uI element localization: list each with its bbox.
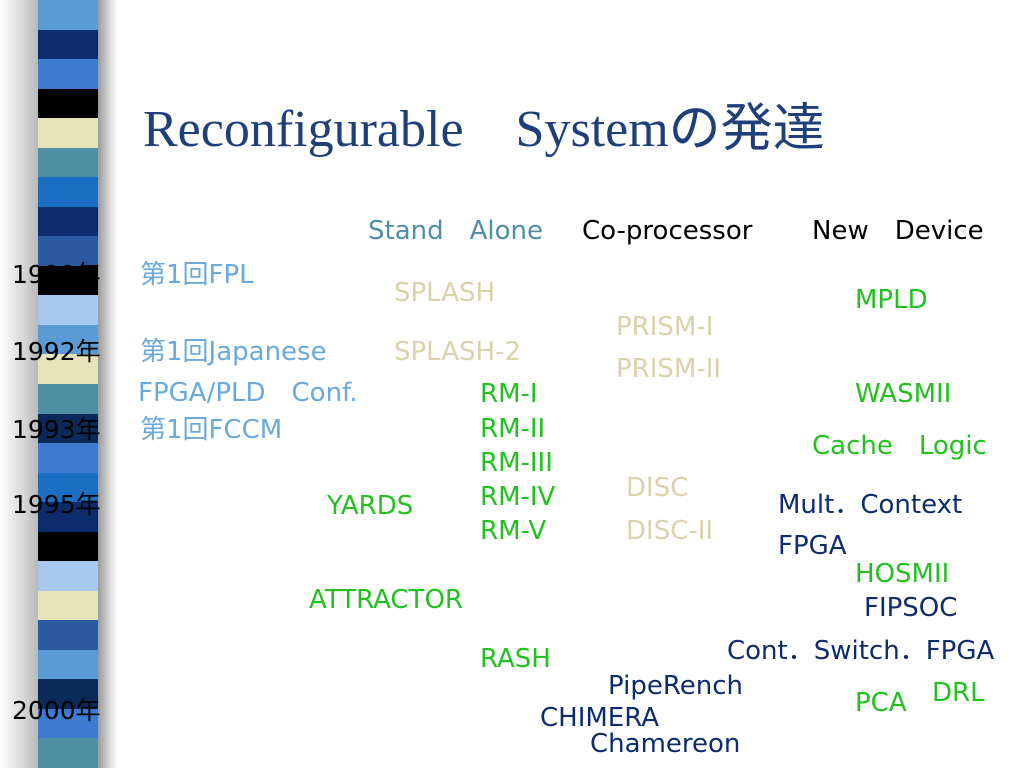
- system-item: Chamereon: [590, 729, 741, 759]
- system-item: Cache Logic: [812, 431, 987, 461]
- decorative-block: [38, 531, 98, 562]
- year-label: 1995年: [12, 490, 101, 519]
- decorative-block: [38, 118, 98, 149]
- color-block-strip: [38, 0, 98, 768]
- system-item: HOSMII: [855, 559, 950, 589]
- slide-title: Reconfigurable Systemの発達: [143, 101, 825, 158]
- year-label: 1993年: [12, 415, 101, 444]
- decorative-block: [38, 59, 98, 90]
- system-item: YARDS: [327, 491, 414, 521]
- system-item: RM-III: [480, 448, 553, 478]
- system-item: RM-II: [480, 414, 546, 444]
- decorative-block: [38, 502, 98, 533]
- system-item: RM-I: [480, 379, 538, 409]
- decorative-block: [38, 265, 98, 296]
- system-item: WASMII: [855, 379, 952, 409]
- conference-item: 第1回FPL: [140, 260, 254, 290]
- header-co-processor: Co-processor: [582, 216, 753, 246]
- year-label: 1992年: [12, 337, 101, 366]
- conference-item: 第1回FCCM: [140, 415, 283, 445]
- system-item: SPLASH: [394, 278, 496, 308]
- system-item: CHIMERA: [540, 703, 660, 733]
- header-new-device: New Device: [812, 216, 984, 246]
- header-stand-alone: Stand Alone: [368, 216, 544, 246]
- decorative-left-bar: [0, 0, 118, 768]
- decorative-block: [38, 236, 98, 267]
- decorative-block: [38, 620, 98, 651]
- conference-item: 第1回Japanese: [140, 337, 327, 367]
- system-item: Mult．Context: [778, 490, 963, 520]
- system-item: PCA: [855, 688, 907, 718]
- decorative-block: [38, 590, 98, 621]
- decorative-block: [38, 295, 98, 326]
- decorative-block: [38, 324, 98, 355]
- year-label: 1990年: [12, 260, 101, 289]
- system-item: ATTRACTOR: [309, 585, 463, 615]
- system-item: RM-IV: [480, 482, 556, 512]
- decorative-block: [38, 147, 98, 178]
- decorative-block: [38, 177, 98, 208]
- decorative-block: [38, 649, 98, 680]
- system-item: RM-V: [480, 516, 547, 546]
- system-item: Cont．Switch．FPGA: [727, 636, 995, 666]
- decorative-block: [38, 443, 98, 474]
- system-item: PRISM-II: [616, 354, 722, 384]
- system-item: RASH: [480, 644, 551, 674]
- system-item: PipeRench: [608, 671, 743, 701]
- decorative-block: [38, 384, 98, 415]
- decorative-block: [38, 679, 98, 710]
- decorative-block: [38, 738, 98, 768]
- conference-item: FPGA/PLD Conf.: [138, 378, 358, 408]
- decorative-block: [38, 206, 98, 237]
- system-item: FIPSOC: [864, 593, 958, 623]
- system-item: DISC: [626, 473, 689, 503]
- system-item: DISC-II: [626, 516, 714, 546]
- system-item: DRL: [932, 678, 985, 708]
- system-item: PRISM-I: [616, 312, 714, 342]
- decorative-block: [38, 0, 98, 31]
- decorative-block: [38, 472, 98, 503]
- year-label: 2000年: [12, 696, 101, 725]
- decorative-block: [38, 354, 98, 385]
- decorative-block: [38, 708, 98, 739]
- decorative-block: [38, 29, 98, 60]
- decorative-block: [38, 561, 98, 592]
- decorative-block: [38, 88, 98, 119]
- system-item: FPGA: [778, 531, 847, 561]
- system-item: MPLD: [855, 285, 928, 315]
- decorative-block: [38, 413, 98, 444]
- system-item: SPLASH-2: [394, 337, 522, 367]
